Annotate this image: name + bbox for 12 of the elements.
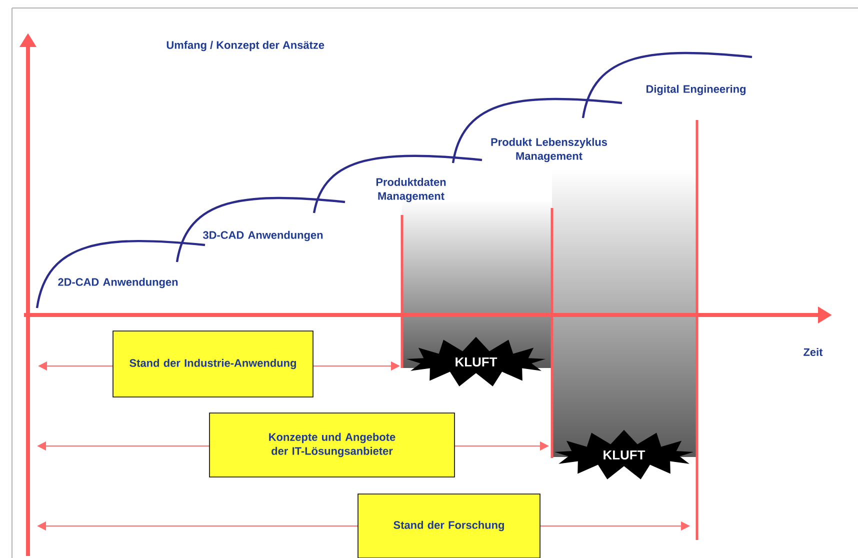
gap-burst: KLUFT (554, 430, 694, 480)
process-box: Stand der Industrie-Anwendung (112, 330, 314, 398)
stage-label: Digital Engineering (646, 84, 746, 96)
process-box: Stand der Forschung (358, 494, 540, 558)
axis-title: Zeit (804, 348, 823, 356)
stage-label: 2D-CAD Anwendungen (58, 278, 178, 288)
gap-burst: KLUFT (406, 336, 546, 386)
stage-label: Produkt Lebenszyklus Management (491, 138, 607, 162)
stage-label: 3D-CAD Anwendungen (202, 230, 323, 242)
axis-title: Umfang / Konzept der Ansätze (166, 40, 324, 52)
stage-label: Produktdaten Management (376, 178, 446, 202)
process-box: Konzepte und Angebote der IT-Lösungsanbieter (209, 412, 455, 478)
